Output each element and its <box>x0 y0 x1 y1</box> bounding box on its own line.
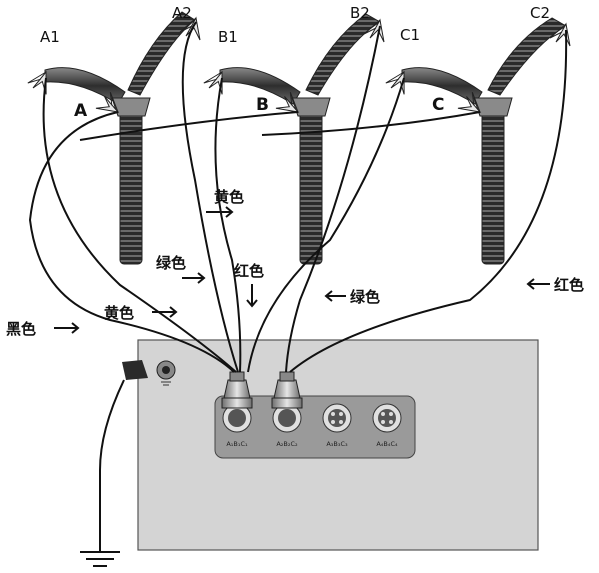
arrow-red-center <box>246 284 258 308</box>
wire-b <box>79 111 299 141</box>
arrow-green-left <box>182 272 206 284</box>
wire-label-black: 黑色 <box>6 320 36 338</box>
arrow-yellow-left <box>152 306 178 318</box>
arrow-red-right <box>526 278 550 290</box>
switch-assembly-a <box>25 11 201 265</box>
socket-3[interactable]: A₃B₃C₃ <box>322 403 352 448</box>
wires <box>28 21 568 552</box>
plug-2 <box>271 371 303 409</box>
switch-assembly-c <box>383 17 571 265</box>
clip-b1 <box>201 68 227 95</box>
wire-c1 <box>247 77 405 373</box>
earth-ground-symbol <box>80 551 120 567</box>
switch-a-insulator <box>119 103 143 265</box>
label-b2: B2 <box>350 4 370 22</box>
clip-c1 <box>383 68 409 95</box>
wire-ground <box>99 379 125 552</box>
label-a1: A1 <box>40 28 60 46</box>
ground-terminal <box>122 360 176 386</box>
arrow-yellow-upper <box>206 206 234 218</box>
wire-label-red-right: 红色 <box>554 276 584 294</box>
wire-b1 <box>214 77 242 373</box>
socket-2[interactable]: A₂B₂C₂ <box>272 403 302 448</box>
label-c2: C2 <box>530 4 550 22</box>
switch-b-insulator <box>299 103 323 265</box>
socket-3-label: A₃B₃C₃ <box>326 440 348 448</box>
switch-assembly-b <box>201 13 385 265</box>
wire-label-green-left: 绿色 <box>156 254 186 272</box>
plug-1 <box>221 371 253 409</box>
wire-label-red-center: 红色 <box>234 262 264 280</box>
label-b1: B1 <box>218 28 238 46</box>
wire-c2 <box>289 29 568 373</box>
wire-a1 <box>42 77 237 373</box>
wire-label-yellow-left: 黄色 <box>104 304 134 322</box>
label-b: B <box>256 95 269 115</box>
wire-a <box>28 111 235 373</box>
label-a: A <box>74 101 88 121</box>
wire-a2 <box>181 21 239 373</box>
label-c1: C1 <box>400 26 420 44</box>
socket-2-label: A₂B₂C₂ <box>276 440 298 448</box>
switch-a-right-arm <box>127 11 196 96</box>
socket-1[interactable]: A₁B₁C₁ <box>222 403 252 448</box>
arrow-black <box>54 322 80 334</box>
wire-label-green-right: 绿色 <box>350 288 380 306</box>
label-c: C <box>432 95 444 115</box>
socket-4-label: A₄B₄C₄ <box>376 440 398 448</box>
socket-1-label: A₁B₁C₁ <box>226 440 248 448</box>
wire-c <box>261 111 481 136</box>
wire-b2 <box>285 25 381 373</box>
label-a2: A2 <box>172 4 192 22</box>
switch-c-insulator <box>481 103 505 265</box>
socket-strip <box>214 395 416 459</box>
arrow-green-right <box>324 290 346 302</box>
socket-4[interactable]: A₄B₄C₄ <box>372 403 402 448</box>
wire-label-yellow-upper: 黄色 <box>214 188 244 206</box>
